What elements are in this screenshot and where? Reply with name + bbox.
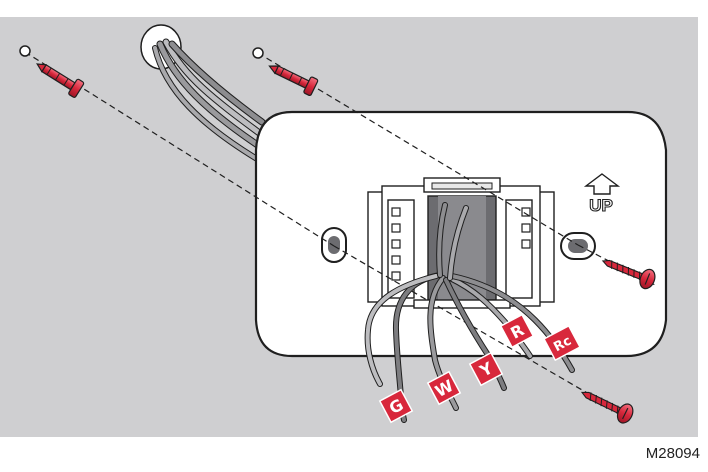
wire-tag-g: G — [378, 388, 414, 424]
wall-anchor-left — [36, 63, 85, 98]
up-label: UP — [589, 196, 613, 215]
svg-text:Rc: Rc — [551, 334, 574, 356]
figure-code: M28094 — [646, 445, 700, 462]
mounting-screw-upper — [601, 259, 656, 290]
left-mounting-slot — [321, 227, 347, 263]
pilot-hole-left — [19, 45, 31, 57]
wire-bundle-behind-plate — [152, 38, 266, 165]
up-arrow-icon — [583, 173, 621, 195]
terminal-screws-right — [521, 207, 531, 249]
mounting-screw-lower — [580, 391, 634, 424]
wire-tag-w: W — [426, 370, 462, 406]
wire-tag-y: Y — [468, 351, 504, 387]
wall-anchor-right — [268, 65, 319, 97]
terminal-screws-left — [391, 207, 401, 281]
wire-tag-r: R — [499, 313, 535, 349]
wire-tag-rc: Rc — [542, 324, 582, 362]
pilot-hole-right — [252, 47, 264, 59]
right-mounting-slot — [560, 232, 596, 260]
